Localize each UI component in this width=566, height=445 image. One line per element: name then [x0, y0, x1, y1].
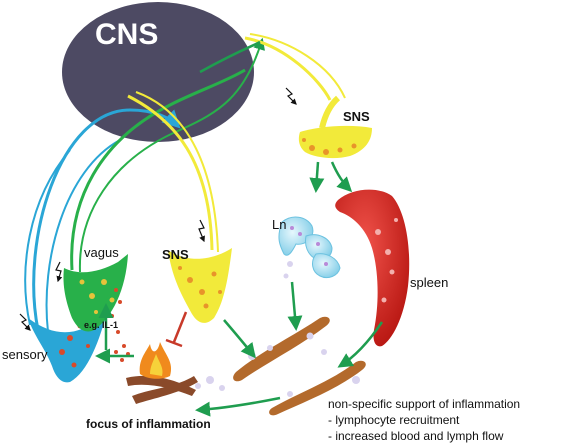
sns-left-label: SNS	[162, 247, 189, 262]
sensory-label: sensory	[2, 347, 48, 362]
support-title: non-specific support of inflammation	[328, 397, 520, 411]
sns-left-neuron	[127, 91, 232, 323]
sns-top-label: SNS	[343, 109, 370, 124]
focus-label: focus of inflammation	[86, 417, 211, 431]
ln-label: Ln	[272, 217, 286, 232]
cns-ellipse	[62, 2, 254, 142]
lymph-node	[278, 216, 341, 279]
action-potential-icons	[19, 87, 297, 331]
support-item-lymphocyte: - lymphocyte recruitment	[328, 413, 460, 427]
fire-icon	[126, 342, 225, 404]
green-arrows	[95, 161, 384, 417]
spleen	[335, 189, 410, 347]
cns-to-sns-arrow	[199, 40, 261, 74]
cns-label: CNS	[95, 18, 158, 51]
vagus-neuron	[63, 37, 265, 332]
support-item-flow: - increased blood and lymph flow	[328, 429, 504, 443]
vagus-label: vagus	[84, 245, 119, 260]
inhibition-marker	[165, 311, 188, 348]
spleen-label: spleen	[410, 275, 448, 290]
il1-label: e.g. IL-1	[84, 320, 118, 330]
sns-top-neuron	[244, 33, 372, 159]
